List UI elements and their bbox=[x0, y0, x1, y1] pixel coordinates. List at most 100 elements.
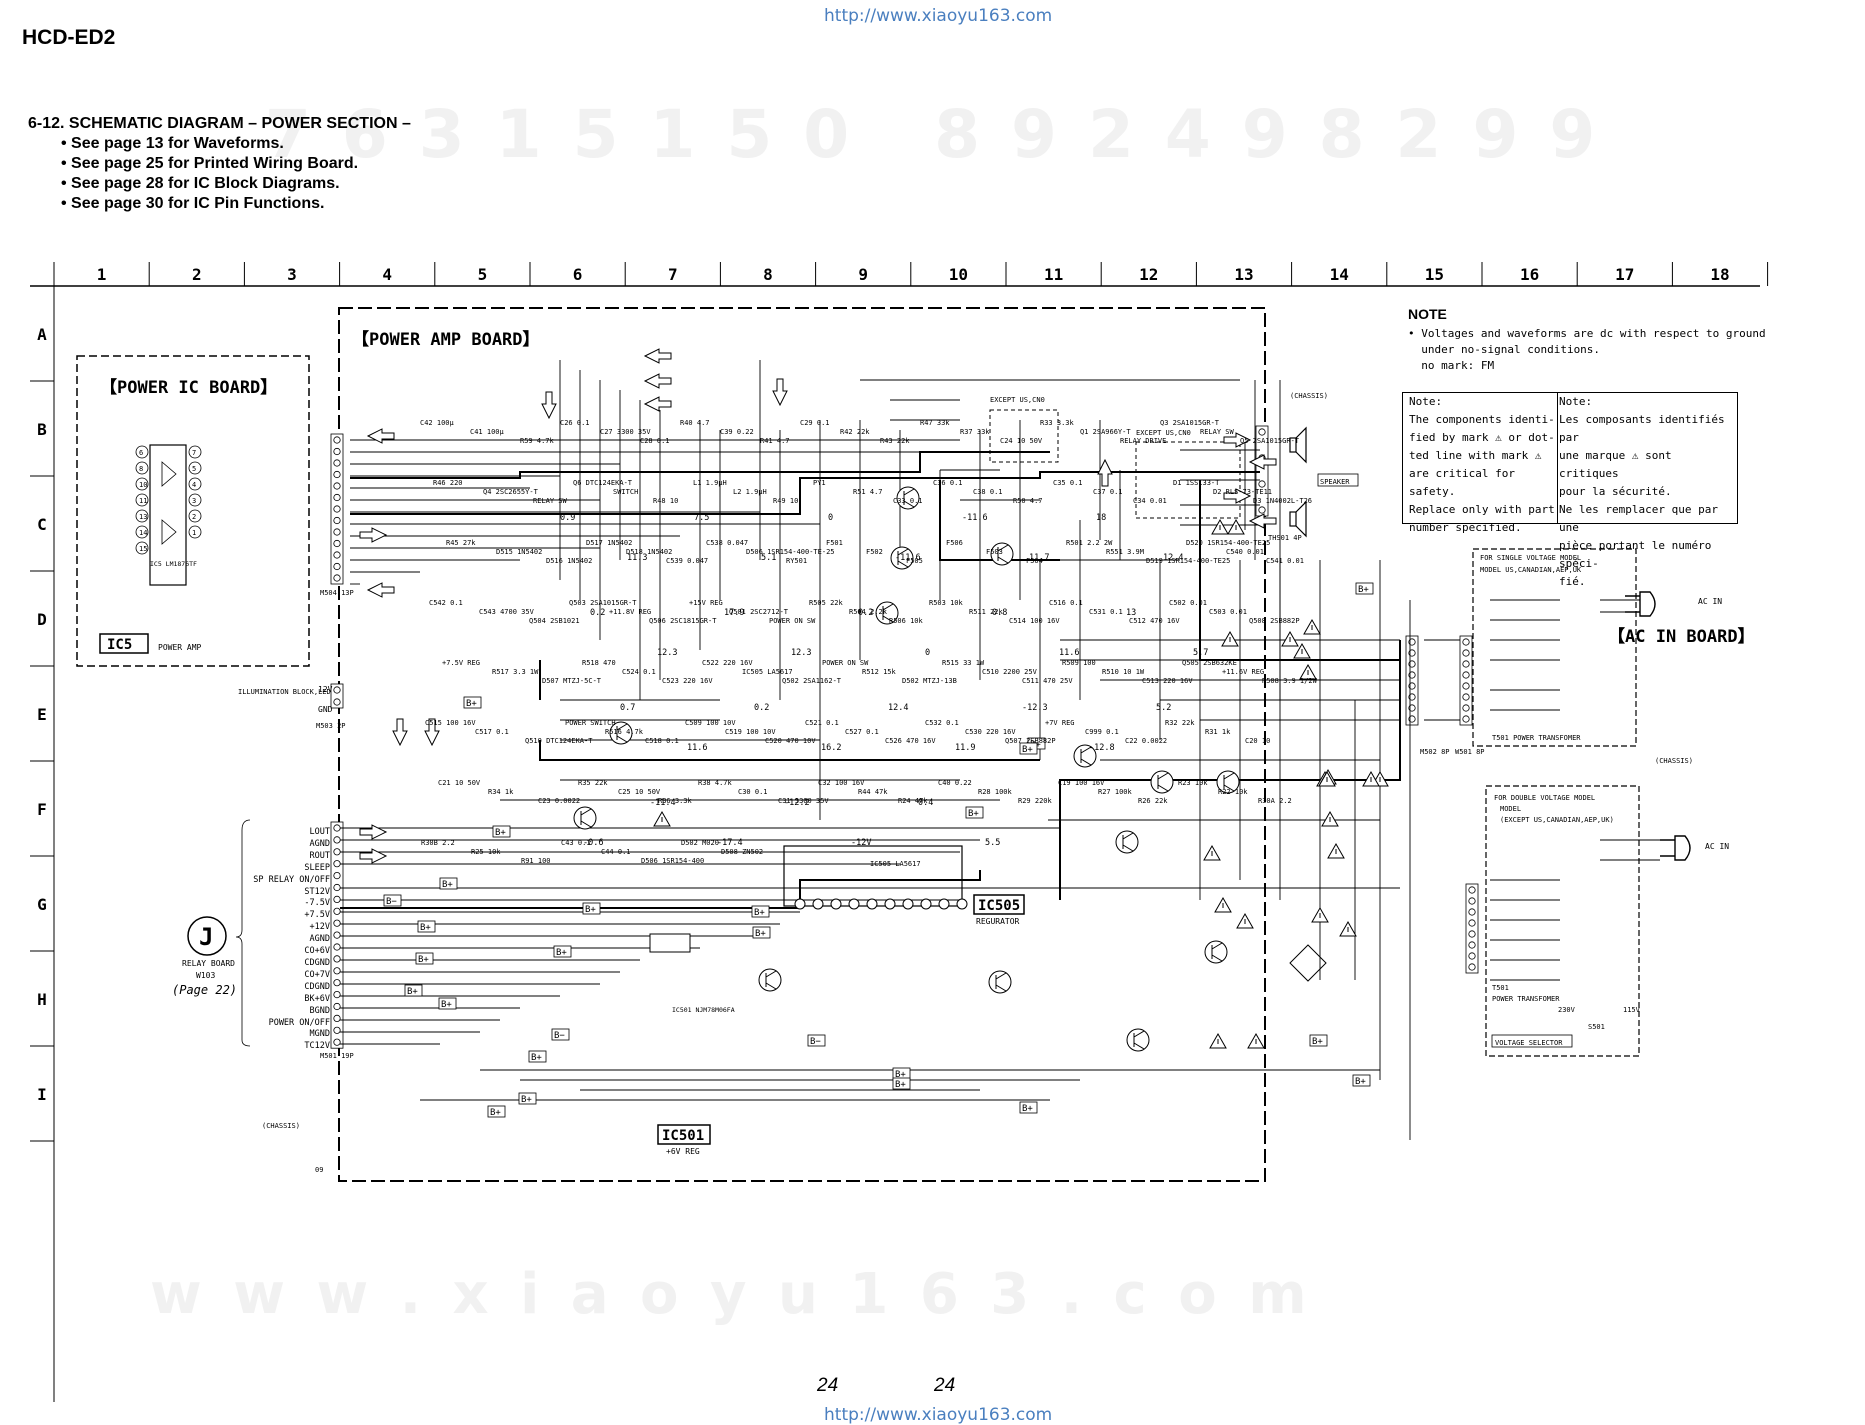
transistor-emitter bbox=[580, 820, 592, 828]
safety-note-table: Note: The components identi- fied by mar… bbox=[1402, 392, 1738, 588]
signal-arrow-left bbox=[643, 396, 672, 412]
part-label: R509 100 bbox=[1062, 659, 1096, 667]
part-label: R518 470 bbox=[582, 659, 616, 667]
row-label-D: D bbox=[37, 610, 47, 629]
part-label: D502 MTZJ-13B bbox=[902, 677, 957, 685]
w501-connector-pin bbox=[1462, 715, 1470, 723]
diagram-title: 6-12. SCHEMATIC DIAGRAM – POWER SECTION … bbox=[28, 115, 411, 132]
part-label: D519 1SR154-400-TE25 bbox=[1146, 557, 1230, 565]
m502-connector bbox=[1405, 635, 1419, 726]
part-label: R49 10 bbox=[773, 497, 798, 505]
main-wire bbox=[1059, 640, 1401, 900]
signal-arrow-up bbox=[424, 718, 440, 747]
relay-pin-label: CDGND bbox=[304, 981, 330, 992]
source-url-top[interactable]: http://www.xiaoyu163.com bbox=[824, 6, 1053, 26]
ic505-pin bbox=[848, 898, 860, 910]
ic5-pin-number: 15 bbox=[139, 545, 147, 553]
transistor-collector bbox=[997, 544, 1009, 552]
transistors bbox=[573, 486, 1240, 1052]
part-label: C520 470 10V bbox=[765, 737, 816, 745]
note-en-6: number specified. bbox=[1409, 521, 1522, 534]
m501-connector-pin bbox=[333, 895, 341, 904]
relay-pin-label: +12V bbox=[309, 922, 330, 933]
transistor-collector bbox=[616, 723, 628, 731]
supply-badge bbox=[1352, 1074, 1371, 1087]
main-wire bbox=[939, 480, 1060, 561]
part-label: C27 3300 35V bbox=[600, 428, 651, 436]
ic5-pin bbox=[188, 493, 202, 507]
transistor-emitter bbox=[765, 982, 777, 990]
ths01-connector-pin bbox=[1258, 480, 1266, 488]
part-label: C29 0.1 bbox=[800, 419, 830, 427]
part-label: C40 0.22 bbox=[938, 779, 972, 787]
part-label: C31 3300 35V bbox=[778, 797, 829, 805]
voltage-labels: 0.911.37.55.10-11.6-11.611.71812.40.212.… bbox=[560, 513, 1208, 848]
ic5-pin-number: 10 bbox=[139, 481, 147, 489]
transistor-emitter bbox=[1211, 954, 1223, 962]
supply-badge-text: B+ bbox=[418, 955, 429, 965]
transistor-emitter bbox=[1133, 1042, 1145, 1050]
column-label-17: 17 bbox=[1615, 265, 1634, 284]
supply-badge-text: B+ bbox=[521, 1095, 532, 1105]
note-line-1: • Voltages and waveforms are dc with res… bbox=[1408, 327, 1766, 340]
part-label: +11.8V REG bbox=[609, 608, 651, 616]
voltage-label: -11.4 bbox=[650, 798, 676, 808]
part-label: R503 10k bbox=[929, 599, 964, 607]
ic5-pin bbox=[135, 493, 149, 507]
transistor-q507 bbox=[988, 970, 1012, 994]
supply-badge-text: B+ bbox=[420, 923, 431, 933]
voltage-label: -12V bbox=[851, 838, 871, 848]
ic5-pin bbox=[135, 445, 149, 459]
w501-connector-pin bbox=[1462, 682, 1470, 690]
part-label: +11.6V REG bbox=[1222, 668, 1264, 676]
part-label: C24 10 50V bbox=[1000, 437, 1043, 445]
part-label: +7.5V REG bbox=[442, 659, 480, 667]
transistor-collector bbox=[1223, 772, 1235, 780]
relay-pin-label: CO+6V bbox=[304, 946, 330, 957]
ic5-pin bbox=[135, 461, 149, 475]
ic5-pin-number: 11 bbox=[139, 497, 147, 505]
note-fr-1: Les composants identifiés par bbox=[1559, 413, 1725, 444]
relay-pin-label: SP RELAY ON/OFF bbox=[253, 874, 330, 885]
part-label: R91 100 bbox=[521, 857, 551, 865]
w501-connector-pin bbox=[1462, 649, 1470, 657]
relay-j-circle bbox=[187, 916, 227, 956]
m501-label: M501 19P bbox=[320, 1052, 354, 1060]
except-us-box-1 bbox=[989, 409, 1059, 463]
part-label: C540 0.01 bbox=[1226, 548, 1264, 556]
part-label: D516 1N5402 bbox=[546, 557, 592, 565]
note-line-3: no mark: FM bbox=[1408, 359, 1495, 372]
row-label-F: F bbox=[37, 800, 47, 819]
part-label: C524 0.1 bbox=[622, 668, 656, 676]
voltage-label: 13 bbox=[1126, 608, 1136, 618]
supply-badge bbox=[439, 877, 458, 890]
note-en-2: fied by mark ⚠ or dot- bbox=[1409, 431, 1555, 444]
supply-badge bbox=[752, 926, 771, 939]
part-label: R31 1k bbox=[1205, 728, 1231, 736]
part-label: Q507 2SB882P bbox=[1005, 737, 1056, 745]
part-label: R44 47k bbox=[858, 788, 888, 796]
voltage-label: 0.8 bbox=[992, 608, 1007, 618]
voltage-label: -11.6 bbox=[895, 553, 921, 563]
source-url-bottom[interactable]: http://www.xiaoyu163.com bbox=[824, 1405, 1053, 1425]
power-ic-board-label: 【POWER IC BOARD】 bbox=[100, 377, 277, 398]
transistor-emitter bbox=[1080, 758, 1092, 766]
part-label: R29 220k bbox=[1018, 797, 1053, 805]
row-label-E: E bbox=[37, 705, 47, 724]
m501-connector-pin bbox=[333, 931, 341, 939]
part-label: D507 MTZJ-5C-T bbox=[542, 677, 602, 685]
supply-badge bbox=[1019, 1101, 1038, 1114]
part-label: R42 22k bbox=[840, 428, 870, 436]
m503-connector-pin bbox=[333, 686, 341, 694]
column-label-8: 8 bbox=[763, 265, 773, 284]
safety-note-en: Note: The components identi- fied by mar… bbox=[1403, 393, 1558, 534]
note-heading: NOTE bbox=[1408, 306, 1447, 322]
w103-label: W103 bbox=[196, 971, 215, 980]
part-label: R46 220 bbox=[433, 479, 463, 487]
part-label: C28 0.1 bbox=[640, 437, 670, 445]
bullet-wiring-board: • See page 25 for Printed Wiring Board. bbox=[61, 155, 359, 172]
t501b-label: T501 bbox=[1492, 984, 1509, 992]
safety-warning-icons bbox=[653, 518, 1389, 1049]
